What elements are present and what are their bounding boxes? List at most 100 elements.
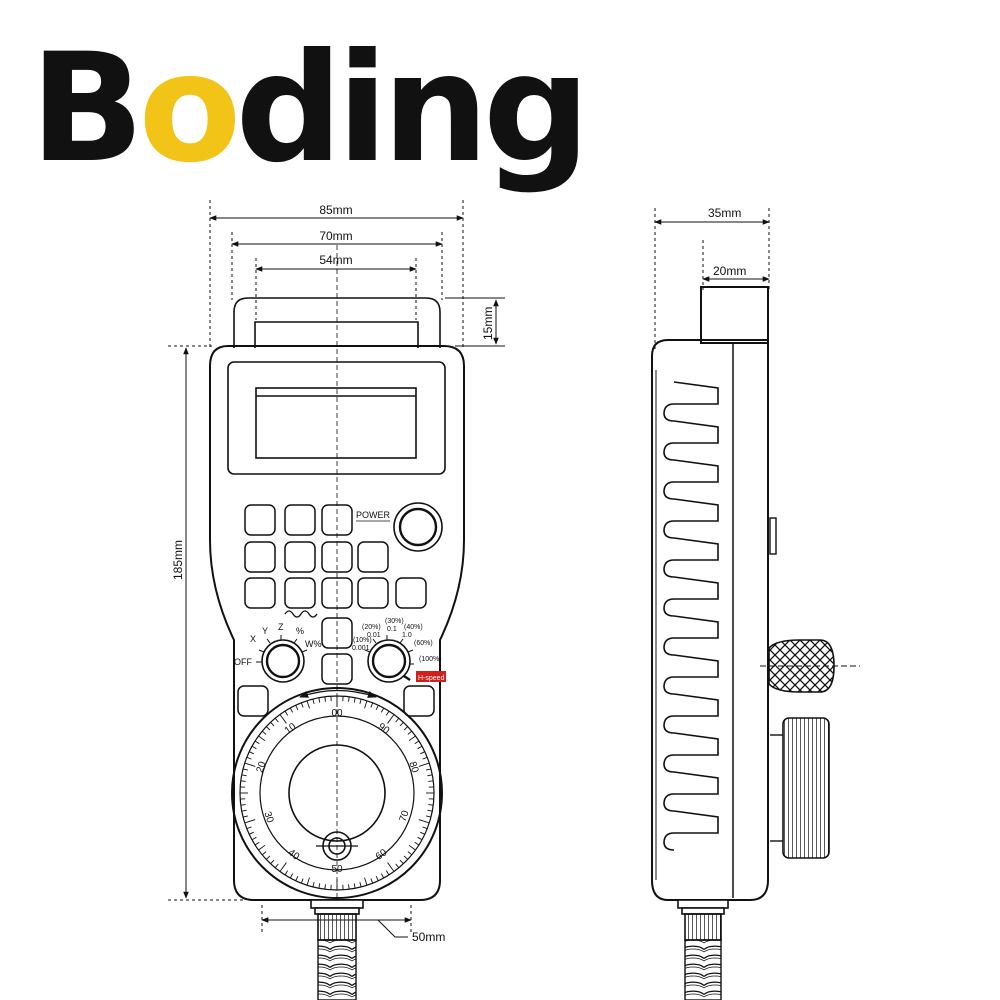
dial-tick — [395, 863, 400, 869]
dial-tick — [306, 700, 310, 709]
power-button[interactable] — [393, 502, 443, 552]
hi-speed-label: H-speed — [418, 675, 445, 682]
speed-selector-knob[interactable] — [364, 635, 414, 683]
axis-option-w-percent: W% — [305, 639, 322, 649]
dial-label-90: 90 — [376, 721, 392, 737]
dial-tick — [407, 730, 413, 735]
logo-accent-letter: o — [138, 22, 235, 196]
key-r3c4[interactable] — [357, 577, 389, 609]
hand-wheel[interactable] — [231, 687, 443, 899]
dial-tick — [254, 740, 260, 745]
key-center-lower[interactable] — [321, 653, 353, 685]
axis-option-z: Z — [278, 622, 284, 632]
dial-tick — [279, 714, 287, 724]
dial-tick — [265, 726, 271, 731]
side-hand-wheel[interactable] — [770, 717, 830, 859]
speed-option-20pct: (20%) — [362, 624, 381, 631]
dial-tick — [359, 881, 362, 888]
key-r3c5[interactable] — [395, 577, 427, 609]
key-center[interactable] — [321, 617, 353, 649]
dial-tick — [270, 859, 275, 865]
speed-option-0001: 0.001 — [352, 645, 370, 652]
dial-tick — [403, 726, 409, 731]
dial-tick — [265, 855, 271, 860]
dial-tick — [407, 851, 413, 856]
dial-tick — [422, 826, 428, 830]
dial-tick-marks — [240, 696, 434, 890]
dial-tick — [242, 768, 249, 771]
wave-icon — [284, 610, 318, 618]
speed-option-40pct: (40%) — [404, 624, 423, 631]
dial-tick — [295, 876, 299, 881]
key-r2c2[interactable] — [284, 541, 316, 573]
dial-tick — [318, 697, 321, 703]
key-r1c1[interactable] — [244, 504, 276, 536]
dial-tick — [408, 844, 416, 851]
dim-50mm: 50mm — [412, 930, 445, 944]
dial-tick — [295, 705, 299, 710]
dial-tick — [249, 751, 254, 755]
side-cable — [684, 939, 722, 1000]
dial-tick — [353, 883, 356, 889]
dial-tick — [246, 826, 252, 830]
logo-letters-ding: ding — [235, 22, 584, 196]
dial-tick — [324, 884, 326, 890]
side-dimensions — [654, 208, 770, 350]
axis-option-percent: % — [296, 626, 304, 636]
hi-speed-badge — [416, 671, 446, 682]
dial-tick — [324, 696, 326, 702]
speed-option-10pct: (10%) — [353, 637, 372, 644]
dial-tick — [254, 841, 260, 846]
dial-label-30: 30 — [261, 810, 275, 824]
speed-option-001: 0.01 — [367, 632, 381, 639]
top-handle — [233, 297, 441, 348]
dial-label-60: 60 — [374, 847, 390, 863]
dial-tick — [420, 751, 425, 755]
key-right-lower[interactable] — [403, 685, 435, 717]
key-r3c2[interactable] — [284, 577, 316, 609]
key-r2c3[interactable] — [321, 541, 353, 573]
dim-70mm: 70mm — [319, 229, 352, 243]
dial-tick — [399, 721, 404, 727]
side-view: 35mm 20mm — [651, 206, 860, 1000]
key-r2c1[interactable] — [244, 541, 276, 573]
dial-tick — [279, 862, 287, 872]
dial-tick — [375, 705, 379, 710]
key-r1c3[interactable] — [321, 504, 353, 536]
dial-label-70: 70 — [398, 809, 412, 823]
dial-tick — [261, 851, 267, 856]
crank-knob[interactable] — [316, 831, 358, 861]
dial-tick — [353, 697, 356, 703]
grip-rib-outline — [663, 381, 719, 851]
dial-label-50: 50 — [331, 864, 343, 875]
dial-tick — [306, 877, 310, 886]
dial-tick — [244, 762, 256, 767]
key-r3c1[interactable] — [244, 577, 276, 609]
dial-label-00: 00 — [331, 708, 343, 719]
grip-ribs — [663, 381, 719, 851]
dial-tick — [359, 698, 362, 705]
dial-tick — [418, 819, 430, 824]
dial-tick — [249, 831, 254, 835]
key-left-lower[interactable] — [237, 685, 269, 717]
dim-85mm: 85mm — [319, 203, 352, 217]
lcd-display — [227, 361, 446, 475]
key-r2c4[interactable] — [357, 541, 389, 573]
dial-tick — [312, 881, 315, 888]
key-r1c2[interactable] — [284, 504, 316, 536]
dial-label-20: 20 — [255, 760, 269, 774]
pendant-body — [209, 345, 465, 901]
dial-tick — [428, 780, 434, 782]
front-view: 85mm 70mm 54mm 15mm 185mm 50mm — [168, 200, 505, 1000]
dial-tick — [240, 804, 246, 806]
key-r3c3[interactable] — [321, 577, 353, 609]
dial-tick — [240, 780, 246, 782]
dial-tick — [274, 717, 279, 723]
side-knurled-knob[interactable] — [760, 639, 860, 693]
dim-20mm: 20mm — [713, 264, 746, 278]
dial-tick — [417, 836, 423, 841]
side-body — [651, 286, 777, 901]
axis-option-off: OFF — [234, 657, 252, 667]
dial-tick — [289, 707, 294, 713]
axis-selector-knob[interactable] — [256, 635, 308, 683]
